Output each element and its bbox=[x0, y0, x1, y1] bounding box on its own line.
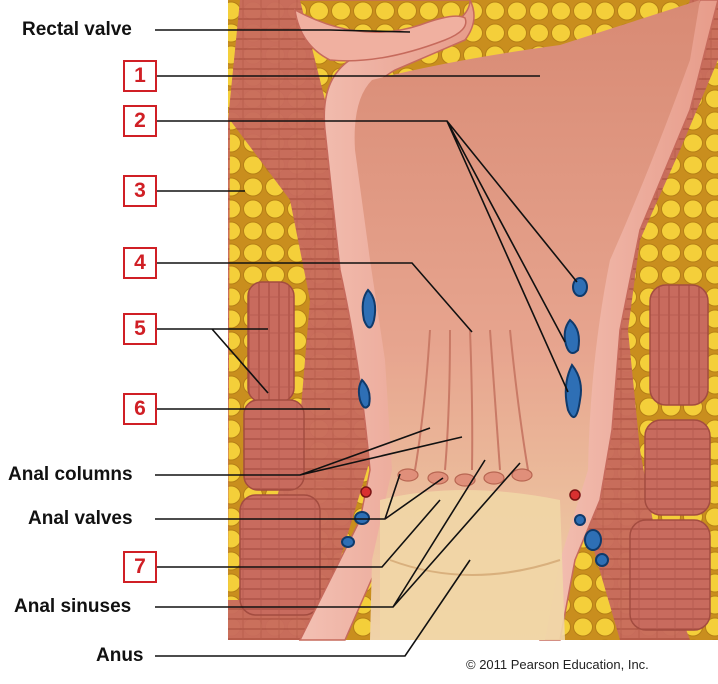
leader-2 bbox=[155, 120, 578, 393]
arteries bbox=[360, 486, 581, 501]
left-sphincter-block-middle bbox=[243, 399, 305, 491]
left-sphincter-block-lower bbox=[239, 494, 321, 616]
number-box-4: 4 bbox=[123, 247, 157, 279]
number-box-3: 3 bbox=[123, 175, 157, 207]
veins bbox=[341, 277, 609, 567]
label-anal-valves: Anal valves bbox=[28, 508, 133, 529]
leader-anus bbox=[155, 559, 471, 657]
label-rectal-valve: Rectal valve bbox=[22, 19, 132, 40]
leader-5 bbox=[155, 328, 269, 394]
copyright-notice: © 2011 Pearson Education, Inc. bbox=[466, 657, 649, 672]
leader-4 bbox=[155, 262, 473, 333]
right-sphincter-block-middle bbox=[644, 419, 711, 516]
number-box-2: 2 bbox=[123, 105, 157, 137]
leader-anal-columns bbox=[155, 427, 463, 476]
number-box-7: 7 bbox=[123, 551, 157, 583]
number-box-1: 1 bbox=[123, 60, 157, 92]
number-box-5: 5 bbox=[123, 313, 157, 345]
leader-anal-valves bbox=[155, 473, 444, 520]
leader-7 bbox=[155, 499, 441, 568]
anus-fold bbox=[389, 559, 561, 576]
left-sphincter-block-upper bbox=[247, 281, 295, 403]
tissue-section bbox=[228, 0, 718, 641]
leader-lines bbox=[155, 29, 578, 657]
right-sphincter-block-lower bbox=[629, 519, 711, 631]
label-anal-columns: Anal columns bbox=[8, 464, 133, 485]
label-anal-sinuses: Anal sinuses bbox=[14, 596, 132, 617]
anus-skin bbox=[380, 490, 565, 640]
right-sphincter-block-upper bbox=[649, 284, 709, 406]
anal-valve-pockets bbox=[397, 468, 533, 487]
label-anus: Anus bbox=[96, 645, 144, 666]
anal-column-folds bbox=[414, 329, 529, 471]
leader-anal-sinuses bbox=[155, 459, 521, 608]
number-box-6: 6 bbox=[123, 393, 157, 425]
leader-rectal-valve bbox=[155, 29, 411, 33]
